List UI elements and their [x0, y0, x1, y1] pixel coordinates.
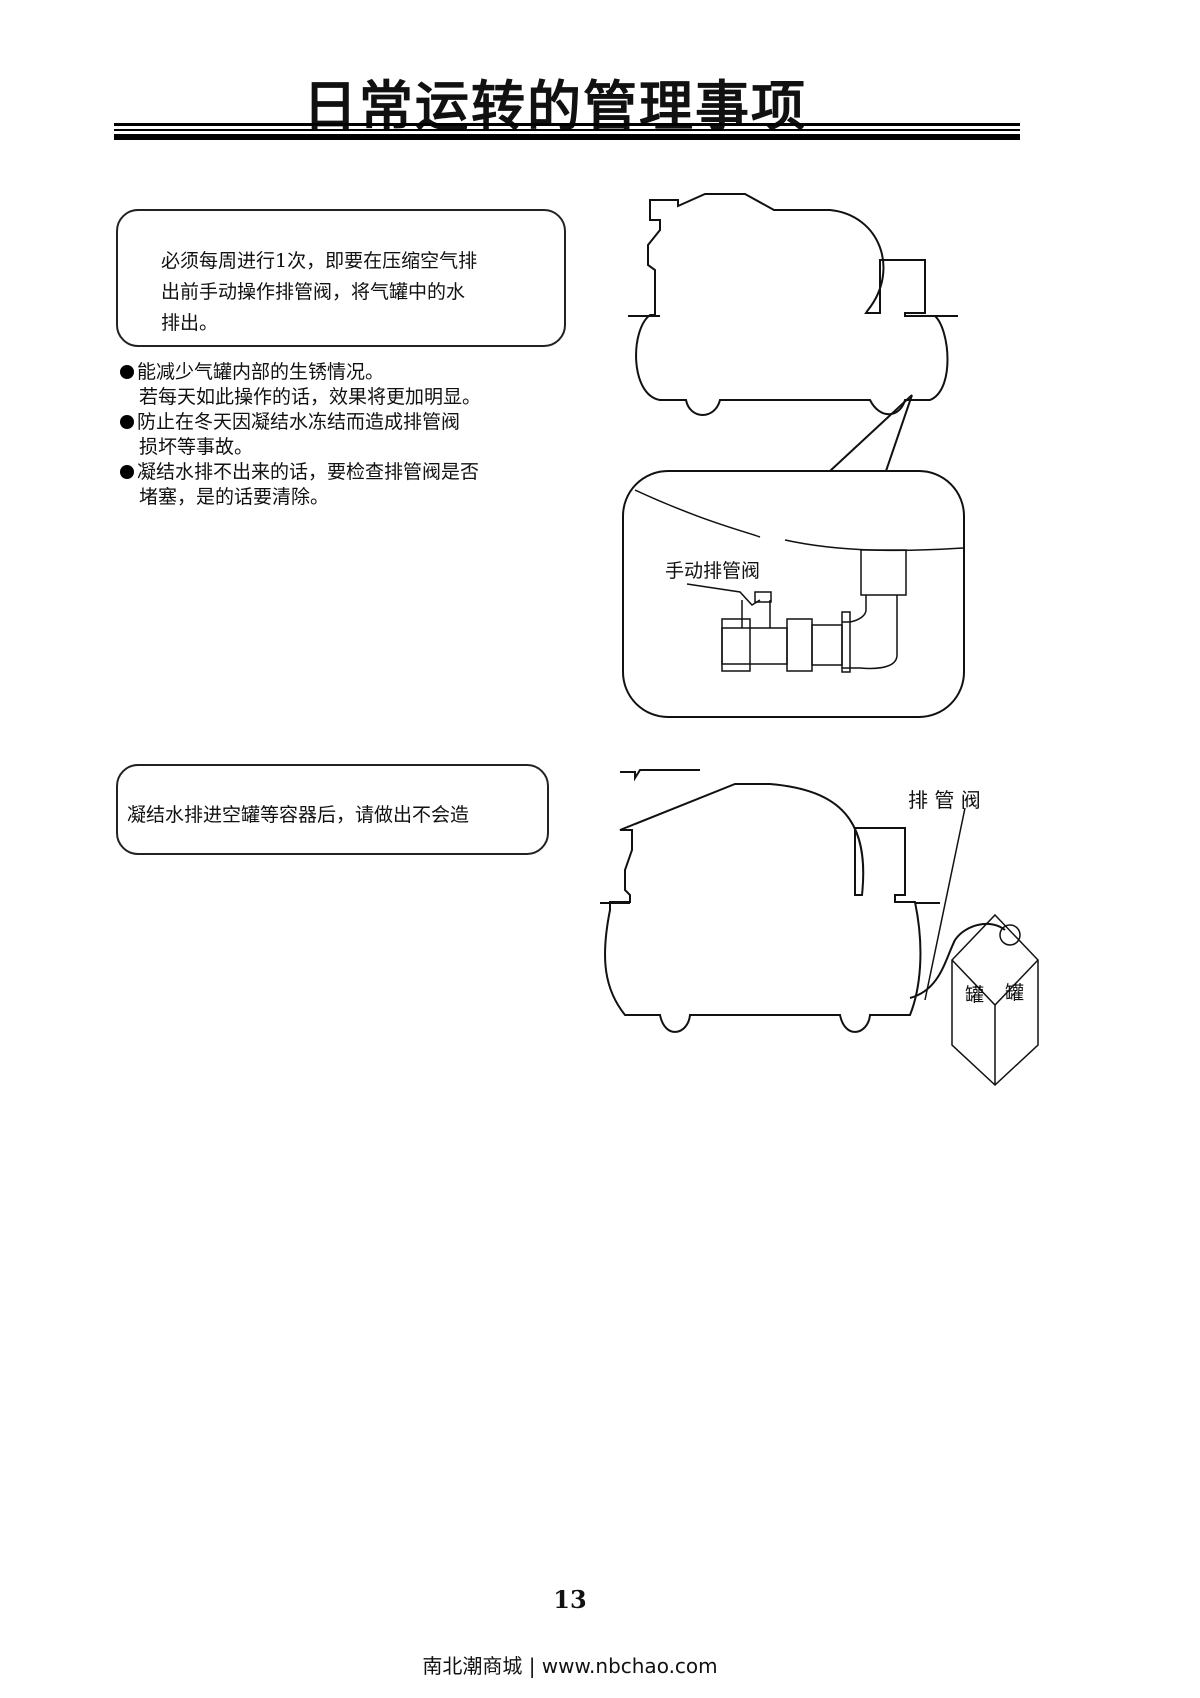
bullet-icon [120, 465, 134, 479]
drain-valve-label: 排 管 阀 [908, 788, 981, 812]
callout-pointer [829, 394, 913, 472]
page-title: 日常运转的管理事项 [303, 75, 807, 138]
bullet-continuation: 损坏等事故。 [139, 436, 254, 458]
compressor-1-outline [628, 193, 958, 416]
manual-drain-valve-drawing [686, 549, 907, 673]
drain-container-note-box: 凝结水排进空罐等容器后，请做出不会造 [116, 764, 549, 855]
collection-can [951, 913, 1039, 1087]
note-line: 必须每周进行1次，即要在压缩空气排 [161, 250, 478, 272]
valve-leader-line [924, 807, 966, 1001]
benefit-list: 能减少气罐内部的生锈情况。 若每天如此操作的话，效果将更加明显。 防止在冬天因凝… [120, 360, 481, 510]
note-line: 出前手动操作排管阀，将气罐中的水 [161, 281, 466, 303]
can-label-left: 罐 [965, 984, 985, 1006]
callout-bubble [622, 470, 965, 718]
bullet-item: 防止在冬天因凝结水冻结而造成排管阀 [120, 410, 481, 435]
bullet-icon [120, 415, 134, 429]
bullet-item: 能减少气罐内部的生锈情况。 [120, 360, 481, 385]
page-number: 13 [553, 1585, 587, 1614]
bullet-continuation: 若每天如此操作的话，效果将更加明显。 [139, 386, 482, 408]
note-line: 排出。 [161, 312, 219, 334]
weekly-drain-note-box: 必须每周进行1次，即要在压缩空气排 出前手动操作排管阀，将气罐中的水 排出。 [116, 209, 566, 347]
can-label-right: 罐 [1005, 982, 1025, 1004]
bullet-icon [120, 365, 134, 379]
tank-bottom-curve [634, 489, 964, 552]
bullet-item: 凝结水排不出来的话，要检查排管阀是否 [120, 460, 481, 485]
manual-drain-valve-label: 手动排管阀 [665, 560, 761, 582]
compressor-2-outline [600, 769, 940, 1033]
title-rule-thin-1 [114, 123, 1020, 126]
title-rule-thin-2 [114, 129, 1020, 131]
bullet-continuation: 堵塞，是的话要清除。 [139, 486, 330, 508]
title-rule-thick [114, 134, 1020, 140]
note-line: 凝结水排进空罐等容器后，请做出不会造 [127, 804, 470, 826]
drain-hose [909, 922, 1006, 999]
footer-watermark: 南北潮商城 | www.nbchao.com [422, 1654, 718, 1678]
